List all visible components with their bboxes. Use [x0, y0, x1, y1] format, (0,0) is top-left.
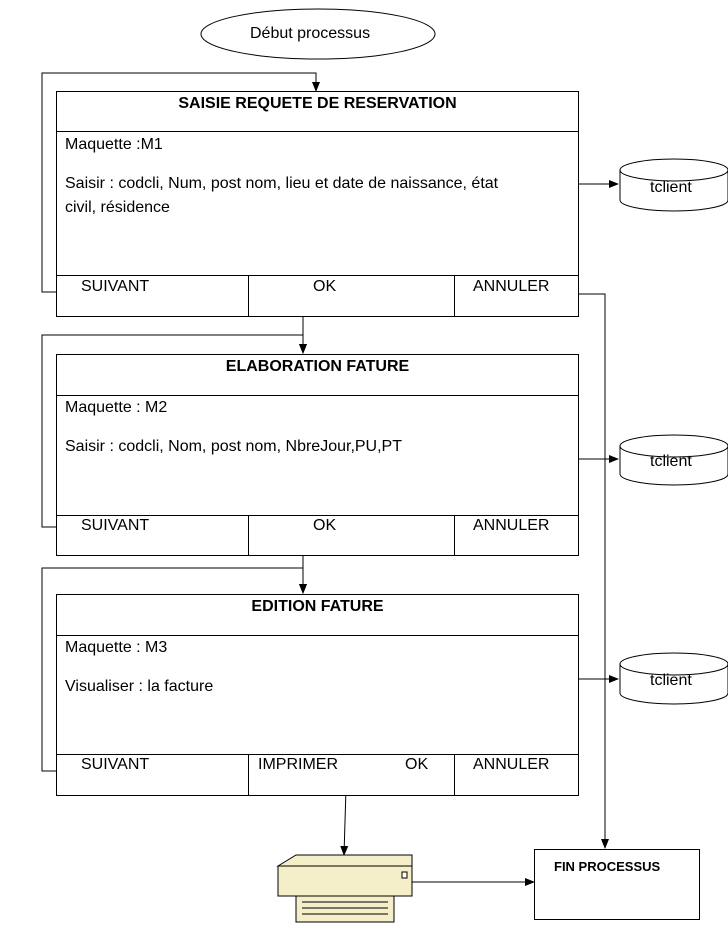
start-label: Début processus: [250, 25, 371, 42]
database-label-3: tclient: [650, 672, 692, 689]
instruction-text: Visualiser : la facture: [65, 678, 214, 695]
print-arrow: [340, 787, 349, 856]
screen-title: SAISIE REQUETE DE RESERVATION: [178, 95, 457, 112]
end-process-label: FIN PROCESSUS: [554, 859, 661, 874]
instruction-text: Saisir : codcli, Num, post nom, lieu et …: [65, 175, 499, 192]
maquette-label: Maquette : M2: [65, 399, 168, 416]
screen-saisie-reservation: SAISIE REQUETE DE RESERVATION Maquette :…: [56, 91, 579, 317]
maquette-label: Maquette : M3: [65, 639, 168, 656]
screen-title: ELABORATION FATURE: [225, 358, 410, 375]
ok-button[interactable]: OK: [405, 756, 429, 773]
printer-icon: [276, 854, 413, 923]
annuler-button[interactable]: ANNULER: [473, 278, 550, 295]
instruction-text: Saisir : codcli, Nom, post nom, NbreJour…: [65, 438, 402, 455]
screen-title: EDITION FATURE: [251, 598, 384, 615]
database-label-2: tclient: [650, 453, 692, 470]
annuler-arrow: [578, 293, 609, 849]
end-process-box: FIN PROCESSUS: [534, 849, 700, 920]
suivant-button[interactable]: SUIVANT: [81, 756, 150, 773]
database-label-1: tclient: [650, 179, 692, 196]
ok-button[interactable]: OK: [313, 278, 337, 295]
imprimer-button[interactable]: IMPRIMER: [258, 756, 338, 773]
screen-edition-facture: EDITION FATURE Maquette : M3 Visualiser …: [56, 594, 579, 796]
maquette-label: Maquette :M1: [65, 136, 163, 153]
annuler-button[interactable]: ANNULER: [473, 756, 550, 773]
instruction-text-continued: civil, résidence: [65, 199, 170, 216]
suivant-button[interactable]: SUIVANT: [81, 278, 150, 295]
annuler-button[interactable]: ANNULER: [473, 517, 550, 534]
suivant-button[interactable]: SUIVANT: [81, 517, 150, 534]
screen-elaboration-facture: ELABORATION FATURE Maquette : M2 Saisir …: [56, 354, 579, 556]
ok-button[interactable]: OK: [313, 517, 337, 534]
